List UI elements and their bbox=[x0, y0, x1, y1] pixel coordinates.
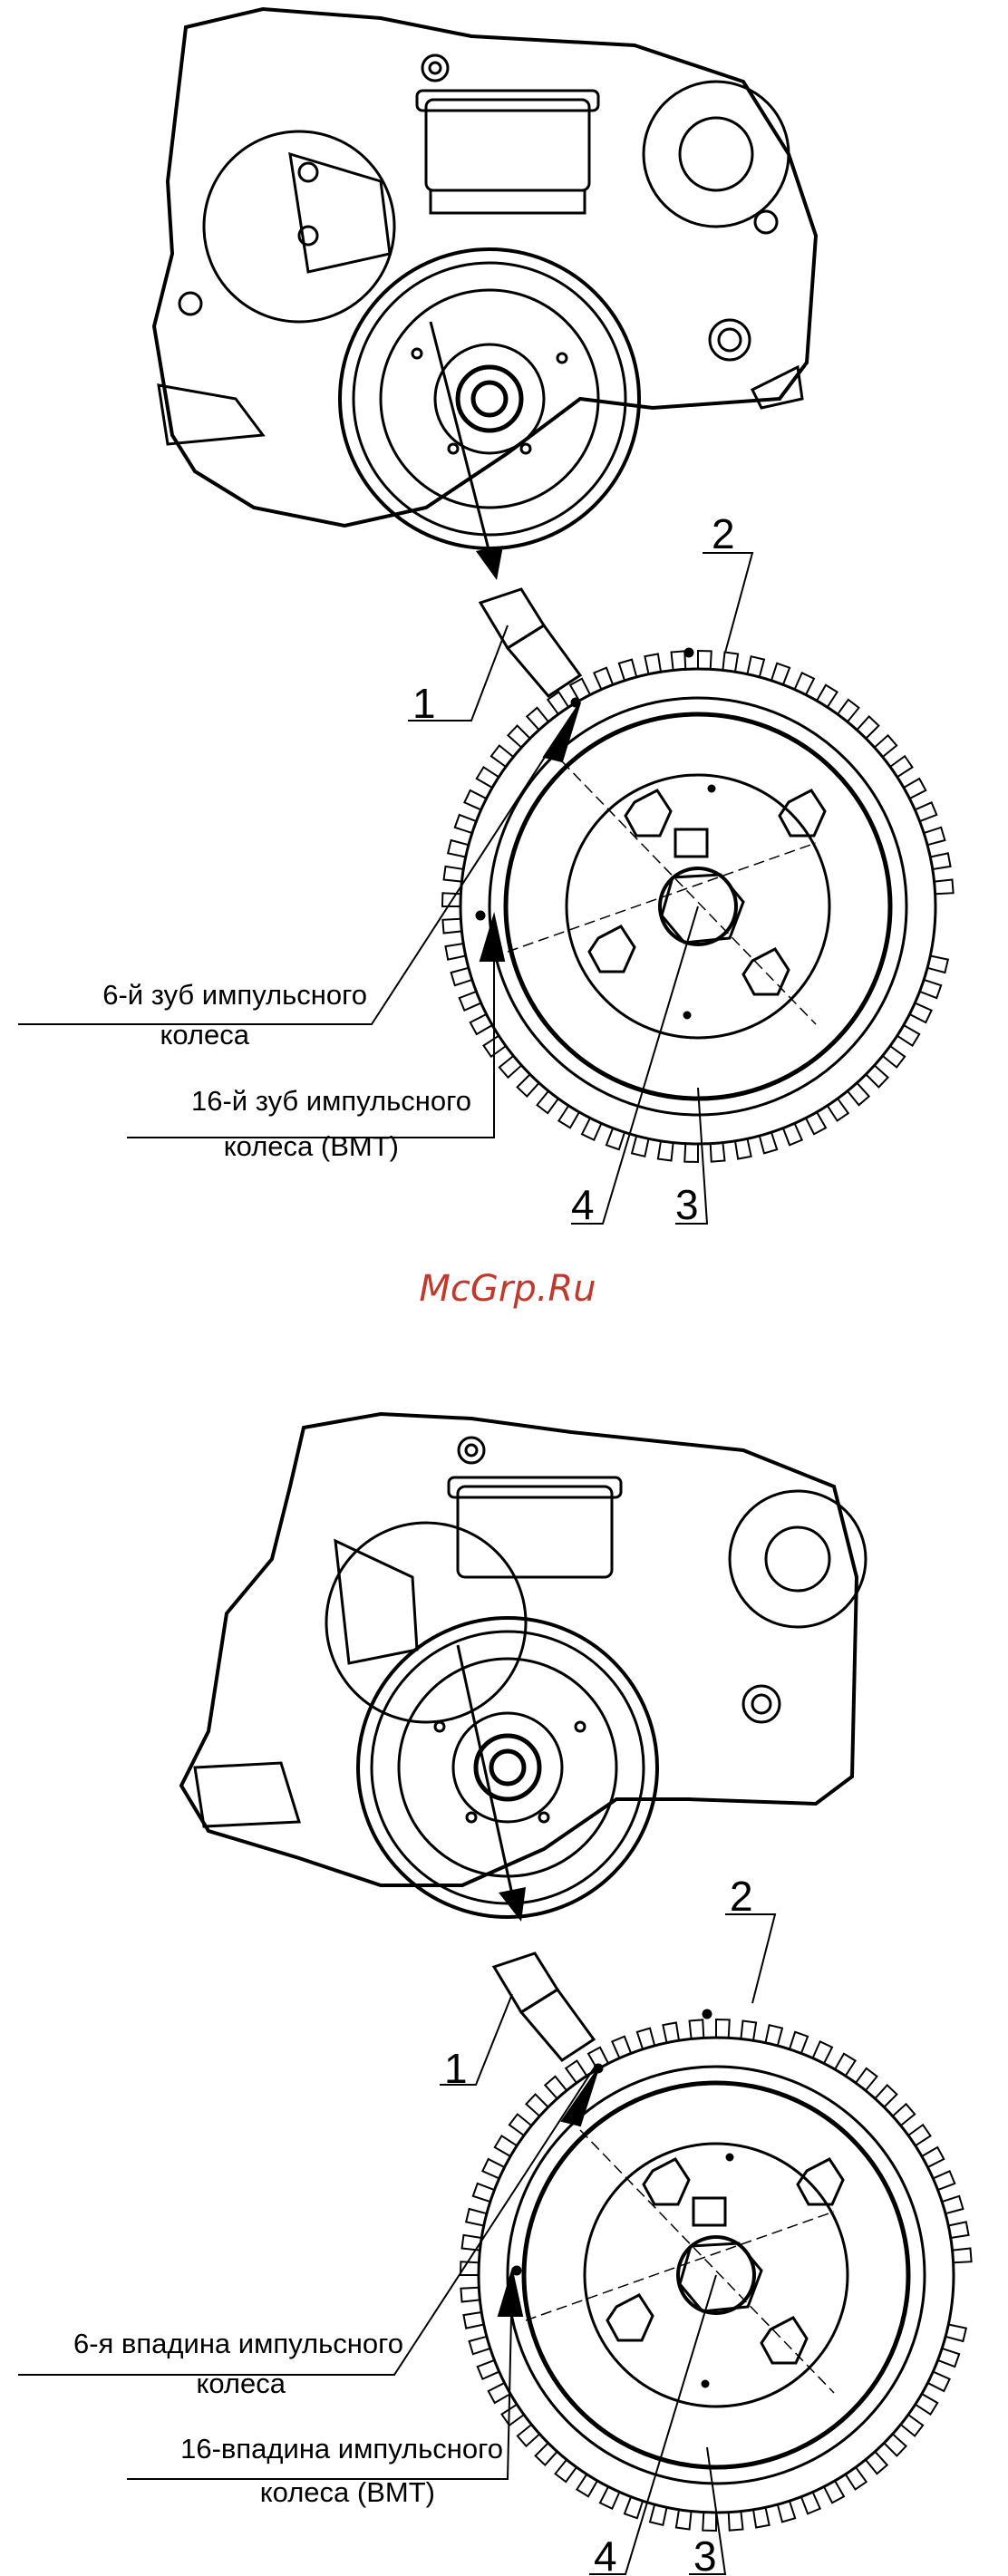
figure-bottom: 1 2 4 3 6-я впадина импульсного колеса 1… bbox=[18, 1414, 972, 2576]
engine-block-top bbox=[154, 9, 816, 548]
gear-tooth bbox=[711, 1143, 725, 1162]
callout-4-top: 4 bbox=[571, 1181, 595, 1228]
gear-tooth bbox=[526, 2095, 548, 2116]
callout-1-top: 1 bbox=[412, 680, 436, 727]
gear-tooth bbox=[901, 2415, 924, 2436]
gear-tooth bbox=[741, 2021, 756, 2041]
engine-block-bottom bbox=[181, 1414, 866, 1917]
gear-tooth bbox=[518, 2425, 539, 2446]
gear-tooth bbox=[509, 2115, 532, 2135]
gear-tooth bbox=[527, 708, 548, 730]
pulse-wheel-top bbox=[442, 648, 954, 1162]
gear-tooth bbox=[935, 880, 954, 895]
gear-tooth bbox=[848, 1083, 869, 1105]
gear-tooth bbox=[857, 716, 878, 738]
tooth-16-label-line2-bottom: колеса (ВМТ) bbox=[260, 2476, 435, 2508]
callout-2-top: 2 bbox=[712, 510, 735, 557]
tooth-16-label-line1-top: 16-й зуб импульсного bbox=[191, 1085, 471, 1117]
tooth-16-label-line1-bottom: 16-впадина импульсного bbox=[180, 2433, 503, 2465]
figure-top: 1 2 3 4 6-й зуб импульсного колеса 16-й … bbox=[18, 9, 954, 1228]
watermark: McGrp.Ru bbox=[419, 1268, 596, 1310]
gear-tooth bbox=[729, 2512, 743, 2531]
gear-tooth bbox=[518, 1074, 539, 1096]
gear-tooth bbox=[658, 1141, 674, 1161]
tooth-6-label-line1-bottom: 6-я впадина импульсного bbox=[73, 2328, 403, 2359]
gear-tooth bbox=[508, 726, 529, 748]
gear-tooth bbox=[884, 2434, 906, 2455]
gear-tooth bbox=[672, 651, 686, 670]
gear-tooth bbox=[838, 700, 858, 722]
gear-tooth bbox=[491, 746, 514, 767]
gear-tooth bbox=[875, 2085, 897, 2106]
gear-tooth bbox=[856, 2068, 877, 2091]
gear-tooth bbox=[684, 1144, 698, 1162]
gear-tooth bbox=[893, 2104, 915, 2126]
gear-tooth bbox=[703, 2513, 716, 2531]
gear-tooth bbox=[866, 2452, 887, 2474]
gear-tooth bbox=[460, 2288, 480, 2302]
callout-2-bottom: 2 bbox=[730, 1873, 753, 1920]
gear-tooth bbox=[444, 867, 464, 882]
callout-3-top: 3 bbox=[675, 1181, 699, 1228]
gear-tooth bbox=[875, 735, 897, 757]
gear-tooth bbox=[536, 2443, 557, 2465]
tooth-6-label-line2-bottom: колеса bbox=[196, 2368, 286, 2399]
tooth-16-label-line2-top: колеса (ВМТ) bbox=[224, 1130, 399, 1162]
speed-sensor-bottom bbox=[494, 1953, 594, 2060]
gear-tooth bbox=[499, 1056, 521, 1078]
callout-3-bottom: 3 bbox=[693, 2532, 717, 2576]
gear-tooth bbox=[690, 2019, 704, 2039]
gear-tooth bbox=[545, 2077, 567, 2098]
gear-tooth bbox=[953, 2249, 972, 2263]
speed-sensor-top bbox=[480, 589, 580, 696]
callout-1-bottom: 1 bbox=[444, 2045, 468, 2092]
gear-tooth bbox=[676, 2510, 692, 2530]
gear-tooth bbox=[698, 651, 712, 669]
gear-tooth bbox=[722, 653, 738, 673]
tooth-6-label-line1-top: 6-й зуб импульсного bbox=[102, 979, 367, 1011]
pulse-wheel-bottom bbox=[460, 2009, 972, 2531]
callout-4-bottom: 4 bbox=[594, 2532, 617, 2576]
gear-tooth bbox=[442, 919, 461, 934]
tooth-6-label-line2-top: колеса bbox=[160, 1019, 249, 1051]
leader-lines-top bbox=[18, 553, 752, 1224]
gear-tooth bbox=[716, 2019, 730, 2038]
gear-tooth bbox=[866, 1065, 887, 1087]
gear-tooth bbox=[556, 2460, 577, 2483]
gear-tooth bbox=[538, 1091, 558, 1114]
gear-tooth bbox=[883, 1046, 906, 1067]
gear-tooth bbox=[462, 2235, 482, 2251]
